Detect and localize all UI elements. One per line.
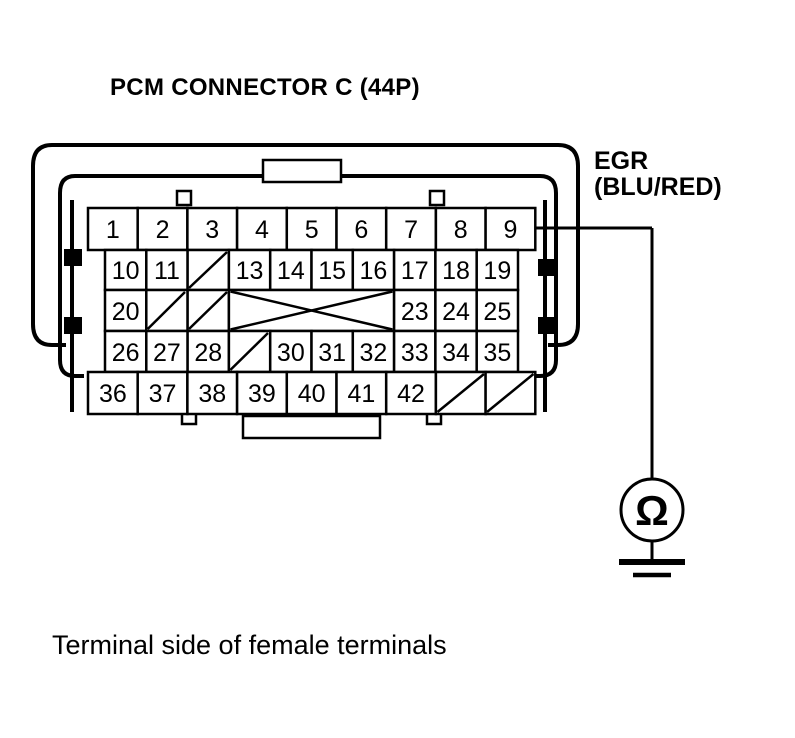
terminal-cell <box>392 248 437 292</box>
blank-slash <box>146 291 186 330</box>
terminal-cell <box>235 370 289 416</box>
top-notch-right <box>428 189 446 207</box>
terminal-row-1 <box>86 206 537 252</box>
terminal-cell <box>392 288 437 333</box>
egr-test-lead-wire <box>535 226 654 562</box>
terminal-cell <box>434 248 478 292</box>
locking-lug-right-upper <box>538 259 556 276</box>
terminal-cell <box>103 248 148 292</box>
terminal-cell <box>384 370 438 416</box>
terminal-cell <box>268 248 313 292</box>
terminal-cell <box>335 206 388 252</box>
diagram-caption: Terminal side of female terminals <box>52 630 447 660</box>
blank-cross <box>230 290 393 331</box>
ohmmeter-symbol <box>619 477 685 543</box>
blank-slash <box>486 373 535 413</box>
blank-slash <box>436 373 485 413</box>
terminal-cell <box>136 370 189 416</box>
terminal-cell <box>310 248 355 292</box>
terminal-cell <box>235 206 289 252</box>
terminal-cell <box>484 206 537 252</box>
terminal-cell <box>384 206 438 252</box>
terminal-cell <box>268 329 313 374</box>
terminal-row-2 <box>103 248 520 292</box>
terminal-cell <box>335 370 388 416</box>
ground-symbol <box>619 559 685 578</box>
blank-slash <box>188 251 228 289</box>
terminal-cell <box>351 329 396 374</box>
terminal-cell <box>475 288 520 333</box>
terminal-cell <box>145 329 189 374</box>
terminal-cell <box>434 206 487 252</box>
bottom-center-latch-tab <box>241 414 382 440</box>
terminal-cell <box>186 329 231 374</box>
locking-lug-left-lower <box>64 317 82 334</box>
terminal-cell <box>86 370 139 416</box>
page-title: PCM CONNECTOR C (44P) <box>110 74 420 101</box>
egr-wire-label: EGR (BLU/RED) <box>594 148 722 201</box>
terminal-row-3 <box>103 288 520 333</box>
terminal-cell <box>186 206 239 252</box>
terminal-cell <box>475 329 520 374</box>
terminal-cell <box>285 370 338 416</box>
terminal-cell <box>434 329 478 374</box>
terminal-cell <box>103 288 148 333</box>
locking-lug-right-lower <box>538 317 556 334</box>
terminal-cell <box>145 248 189 292</box>
top-center-latch-tab <box>261 158 343 184</box>
terminal-cell <box>310 329 355 374</box>
terminal-cell <box>351 248 396 292</box>
terminal-cell <box>475 248 520 292</box>
locking-lug-left-upper <box>64 249 82 266</box>
egr-wire-color: (BLU/RED) <box>594 173 722 202</box>
terminal-cell <box>434 288 478 333</box>
egr-signal-name: EGR <box>594 147 649 175</box>
housing-side-walls <box>70 200 547 412</box>
blank-slash <box>188 291 228 330</box>
connector-outer-shell <box>31 143 580 347</box>
terminal-cell <box>227 248 272 292</box>
terminal-cell <box>392 329 437 374</box>
terminal-cell <box>186 370 239 416</box>
terminal-cell <box>86 206 139 252</box>
terminal-cell <box>285 206 338 252</box>
top-notch-left <box>175 189 193 207</box>
blank-slash <box>229 332 269 371</box>
terminal-row-5 <box>86 370 537 416</box>
terminal-row-4 <box>103 329 520 374</box>
terminal-cell <box>136 206 189 252</box>
terminal-cell <box>103 329 148 374</box>
